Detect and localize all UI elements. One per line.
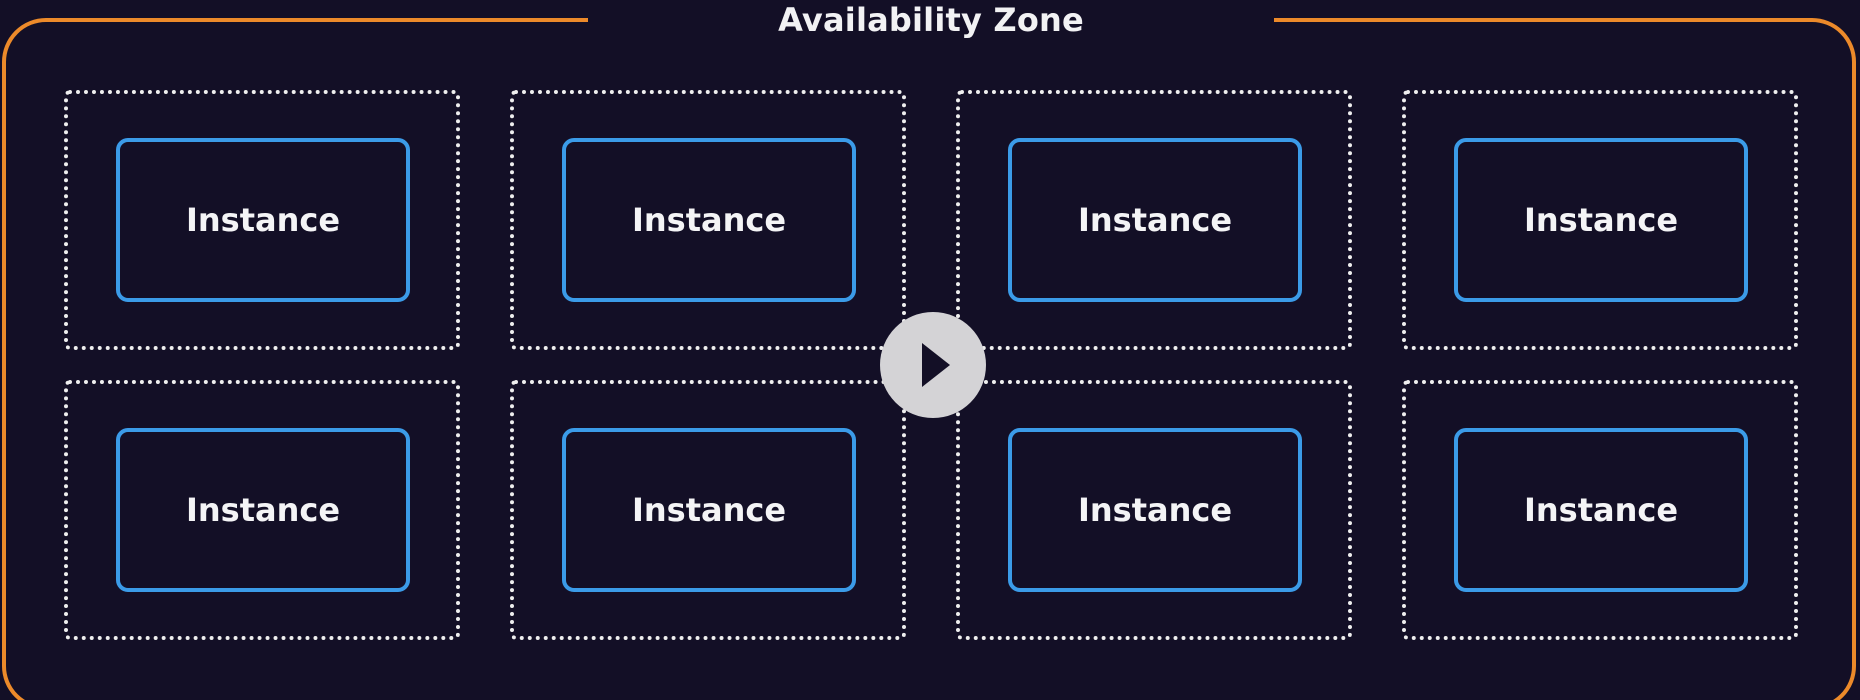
instance-box: Instance — [116, 138, 410, 302]
instance-group: Instance — [1402, 90, 1798, 350]
instance-group: Instance — [510, 90, 906, 350]
instance-label: Instance — [1077, 201, 1233, 239]
instance-box: Instance — [1454, 138, 1748, 302]
instance-group: Instance — [510, 380, 906, 640]
instance-label: Instance — [1523, 491, 1679, 529]
zone-title: Availability Zone — [778, 1, 1084, 39]
instance-group: Instance — [1402, 380, 1798, 640]
instance-group: Instance — [956, 90, 1352, 350]
instance-box: Instance — [1008, 428, 1302, 592]
instance-group: Instance — [64, 90, 460, 350]
instance-label: Instance — [185, 201, 341, 239]
instance-label: Instance — [185, 491, 341, 529]
instance-box: Instance — [1454, 428, 1748, 592]
instance-box: Instance — [1008, 138, 1302, 302]
instance-group: Instance — [64, 380, 460, 640]
instance-label: Instance — [1077, 491, 1233, 529]
instance-box: Instance — [116, 428, 410, 592]
instance-group: Instance — [956, 380, 1352, 640]
instance-box: Instance — [562, 138, 856, 302]
instance-label: Instance — [1523, 201, 1679, 239]
instance-box: Instance — [562, 428, 856, 592]
play-button[interactable] — [880, 312, 986, 418]
play-icon — [922, 343, 950, 387]
zone-title-background — [588, 0, 1274, 44]
instance-label: Instance — [631, 201, 787, 239]
instance-label: Instance — [631, 491, 787, 529]
